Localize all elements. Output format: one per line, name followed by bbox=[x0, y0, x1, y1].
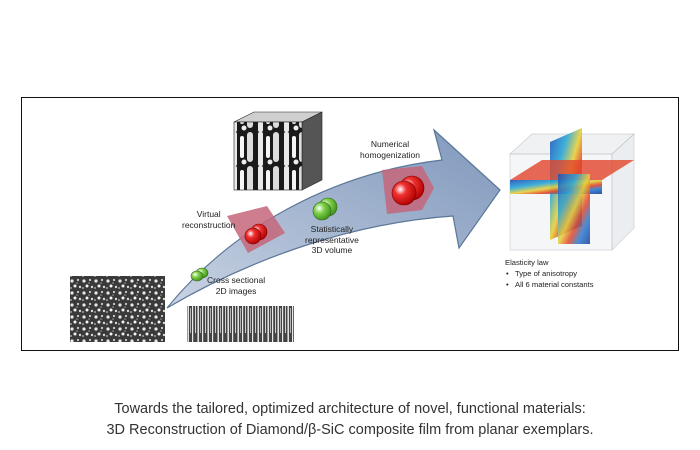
label-cross-sectional: Cross sectional 2D images bbox=[207, 275, 266, 296]
label-statistically-representative: Statistically representative 3D volume bbox=[305, 224, 359, 256]
label-virtual-reconstruction: Virtual reconstruction bbox=[182, 209, 236, 230]
reconstructed-cube bbox=[233, 111, 323, 191]
caption-line-2: 3D Reconstruction of Diamond/β-SiC compo… bbox=[106, 422, 594, 438]
red-spheres-homogenization bbox=[391, 175, 425, 206]
figure-panel: Virtual reconstruction Cross sectional 2… bbox=[21, 97, 679, 351]
elasticity-item: All 6 material constants bbox=[506, 280, 593, 291]
label-numerical-homogenization: Numerical homogenization bbox=[360, 139, 421, 160]
elasticity-title: Elasticity law bbox=[505, 258, 549, 267]
workflow-diagram bbox=[70, 111, 636, 342]
elasticity-law-block: Elasticity law Type of anisotropy All 6 … bbox=[505, 258, 594, 290]
elasticity-item: Type of anisotropy bbox=[506, 269, 594, 280]
homogenization-cube bbox=[508, 128, 636, 251]
elasticity-list: Type of anisotropy All 6 material consta… bbox=[505, 269, 594, 291]
planar-micrograph bbox=[70, 276, 165, 342]
green-spheres-volume bbox=[312, 197, 338, 221]
figure-caption: Towards the tailored, optimized architec… bbox=[0, 399, 700, 441]
cross-section-micrograph bbox=[187, 306, 294, 342]
caption-line-1: Towards the tailored, optimized architec… bbox=[114, 401, 586, 417]
red-spheres-reconstruction bbox=[244, 223, 268, 245]
green-spheres-small bbox=[190, 267, 209, 282]
